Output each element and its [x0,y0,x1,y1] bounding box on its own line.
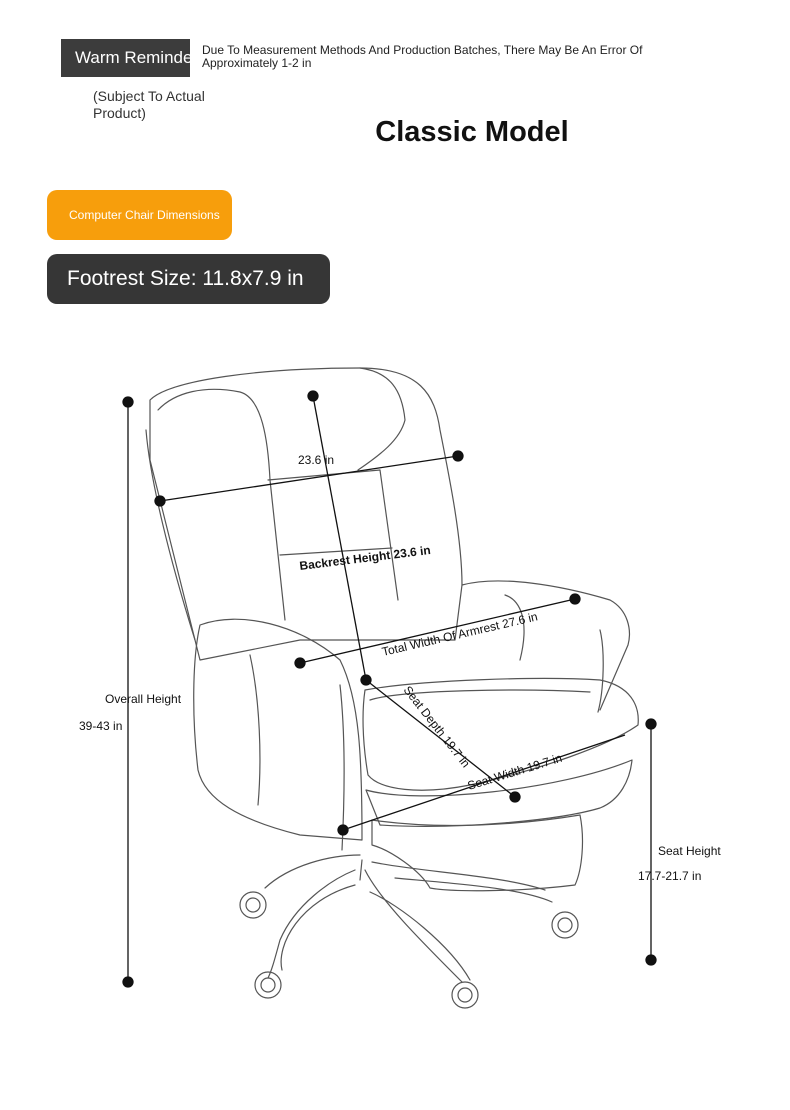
seat-depth-label: Seat Depth 19.7 in [401,683,473,770]
footrest-size-badge: Footrest Size: 11.8x7.9 in [47,254,330,304]
backrest-inner [157,388,286,621]
dimension-lines [122,390,657,988]
footrest-outline [371,814,584,892]
armrest-width-label: Total Width Of Armrest 27.6 in [381,609,539,658]
warm-reminder-tag: Warm Reminder [61,39,190,77]
caster [451,981,479,1009]
armrest-right [461,580,631,711]
seat-cushion [362,677,639,791]
backrest-outline [149,367,463,661]
caster [551,911,579,939]
backrest-width-label: 23.6 in [298,453,334,467]
caster [239,891,267,919]
backrest-height-label: Backrest Height 23.6 in [299,543,432,573]
armrest-left [193,618,363,841]
subject-note: (Subject To Actual Product) [93,88,205,121]
overall-height-value: 39-43 in [79,719,122,733]
seat-width-label: Seat Width 19.7 in [466,751,564,793]
dimensions-button[interactable]: Computer Chair Dimensions [47,190,232,240]
chair-base [264,854,546,983]
page-title: Classic Model [375,116,569,148]
reminder-text: Due To Measurement Methods And Productio… [202,43,643,70]
seat-height-label: Seat Height [658,844,721,858]
seat-height-value: 17.7-21.7 in [638,869,701,883]
caster [254,971,282,999]
overall-height-label: Overall Height [105,692,182,706]
chair-illustration [145,367,639,1009]
